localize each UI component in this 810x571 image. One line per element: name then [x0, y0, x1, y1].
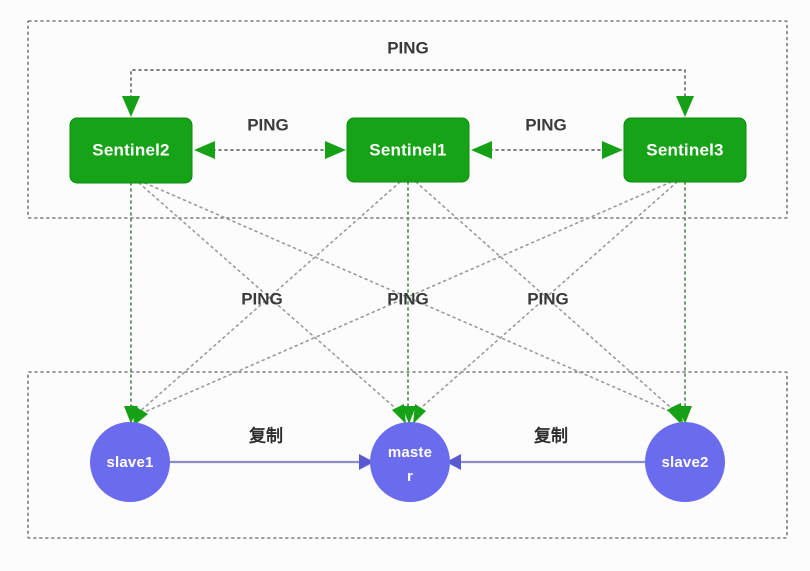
arrowhead-top-loop-sentinel2 — [122, 96, 140, 117]
ping-edge-sentinel2-slave2 — [144, 182, 677, 415]
arrowhead-replication-into-master-right — [446, 454, 461, 470]
sentinel3-label: Sentinel3 — [646, 140, 723, 159]
master-label-line1: maste — [388, 444, 432, 461]
sentinel2-label: Sentinel2 — [92, 140, 169, 159]
ping-label-right-cross: PING — [527, 289, 569, 308]
data-node-slave1[interactable]: slave1 — [90, 422, 170, 502]
arrowhead-sentinel1-master — [402, 406, 416, 424]
sentinel-node-sentinel1[interactable]: Sentinel1 — [346, 117, 470, 183]
arrowhead-sentinel2-master — [392, 404, 406, 424]
arrowhead-sentinel1-slave2 — [670, 403, 683, 424]
sentinel1-label: Sentinel1 — [369, 140, 446, 159]
arrowhead-replication-into-master-left — [359, 454, 374, 470]
ping-label-left-cross: PING — [241, 289, 283, 308]
ping-label-center: PING — [387, 289, 429, 308]
arrowhead-s3-to-s1 — [471, 141, 492, 159]
sentinel2-box[interactable] — [69, 117, 193, 184]
sentinel3-box[interactable] — [623, 117, 747, 183]
slave1-circle[interactable] — [90, 422, 170, 502]
master-circle[interactable] — [370, 422, 450, 502]
ping-edge-sentinel2-sentinel1 — [194, 141, 346, 159]
arrowhead-s1-to-s3 — [602, 141, 623, 159]
replication-edge-slave2-master — [446, 454, 645, 470]
sentinel-node-sentinel3[interactable]: Sentinel3 — [623, 117, 747, 183]
ping-edge-sentinel1-slave2 — [415, 181, 679, 415]
slave2-label: slave2 — [661, 454, 708, 471]
data-node-slave2[interactable]: slave2 — [645, 422, 725, 502]
ping-edge-sentinel2-master — [138, 182, 403, 415]
sentinel1-box[interactable] — [346, 117, 470, 183]
master-label-line2: r — [407, 468, 413, 485]
ping-top-loop-path — [130, 69, 686, 99]
ping-label-sentinel2-sentinel1: PING — [247, 115, 289, 134]
ping-edge-sentinel1-sentinel3 — [471, 141, 623, 159]
ping-edge-sentinel1-slave1 — [136, 181, 401, 415]
data-tier-box — [27, 371, 788, 539]
ping-top-loop-edge — [122, 69, 694, 117]
slave2-circle[interactable] — [645, 422, 725, 502]
arrowhead-top-loop-sentinel3 — [676, 96, 694, 117]
slave1-label: slave1 — [106, 454, 153, 471]
ping-edge-sentinel3-slave1 — [139, 181, 672, 415]
ping-label-top-loop: PING — [387, 38, 429, 57]
arrowhead-sentinel3-slave1 — [134, 406, 148, 424]
arrowhead-s1-to-s2 — [194, 141, 215, 159]
ping-label-sentinel1-sentinel3: PING — [525, 115, 567, 134]
arrowhead-s2-to-s1 — [325, 141, 346, 159]
ping-edge-sentinel3-master — [413, 181, 678, 415]
data-node-master[interactable]: maste r — [370, 422, 450, 502]
ping-arrowheads-data-tier — [124, 403, 692, 424]
replication-label-slave1-master: 复制 — [248, 425, 283, 445]
sentinel-node-sentinel2[interactable]: Sentinel2 — [69, 117, 193, 184]
replication-edge-slave1-master — [170, 454, 374, 470]
arrowhead-sentinel3-master — [413, 404, 426, 424]
sentinel-to-data-ping-edges — [130, 181, 686, 415]
replication-label-slave2-master: 复制 — [533, 425, 568, 445]
